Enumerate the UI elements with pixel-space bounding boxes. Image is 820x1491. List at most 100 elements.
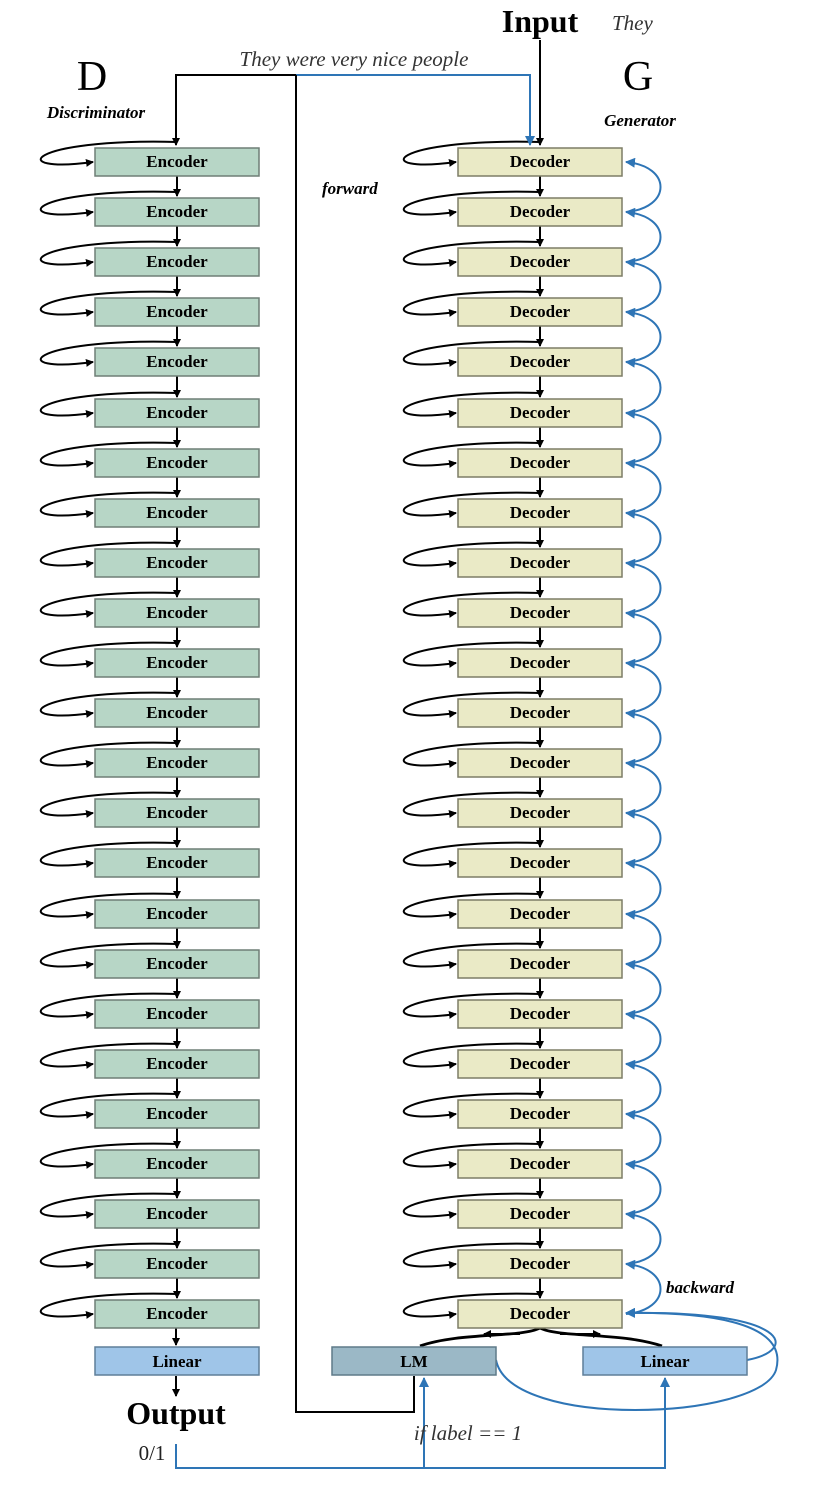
decoder-block: Decoder xyxy=(457,1049,623,1079)
decoder-block: Decoder xyxy=(457,598,623,628)
backward-arc-arrow xyxy=(625,307,662,363)
input-token: They xyxy=(612,11,654,35)
backward-arc-arrow xyxy=(625,1259,662,1315)
decoder-label: Decoder xyxy=(510,954,571,973)
decoder-label: Decoder xyxy=(510,904,571,923)
decoder-label: Decoder xyxy=(510,853,571,872)
encoder-block: Encoder xyxy=(94,748,260,778)
sentence-to-discriminator-arrow xyxy=(172,74,296,146)
backward-arc-arrow xyxy=(625,257,662,313)
decoder-label: Decoder xyxy=(510,1154,571,1173)
decoder-label: Decoder xyxy=(510,803,571,822)
encoder-block: Encoder xyxy=(94,398,260,428)
decoder-to-lm-curve xyxy=(419,1326,541,1348)
encoder-label: Encoder xyxy=(146,1104,208,1123)
decoder-label: Decoder xyxy=(510,453,571,472)
decoder-loop-arrow xyxy=(402,992,541,1019)
encoder-block: Encoder xyxy=(94,297,260,327)
encoder-label: Encoder xyxy=(146,1304,208,1323)
decoder-loop-arrow xyxy=(402,391,541,418)
generator-linear-label: Linear xyxy=(640,1352,690,1371)
encoder-loop-arrow xyxy=(39,591,178,618)
input-label: Input xyxy=(502,3,579,39)
decoder-block: Decoder xyxy=(457,899,623,929)
decoder-label: Decoder xyxy=(510,403,571,422)
backward-arc-arrow xyxy=(625,1159,662,1215)
encoder-loop-arrow xyxy=(39,290,178,317)
decoder-label: Decoder xyxy=(510,1204,571,1223)
generator-label: Generator xyxy=(604,111,676,130)
encoder-block: Encoder xyxy=(94,498,260,528)
encoder-block: Encoder xyxy=(94,548,260,578)
encoder-loop-arrow xyxy=(39,741,178,768)
encoder-loop-arrow xyxy=(39,391,178,418)
decoder-label: Decoder xyxy=(510,1054,571,1073)
encoder-loop-arrow xyxy=(39,190,178,217)
output-to-gen-linear-arrow xyxy=(175,1377,670,1469)
decoder-label: Decoder xyxy=(510,753,571,772)
decoder-label: Decoder xyxy=(510,653,571,672)
encoder-block: Encoder xyxy=(94,999,260,1029)
encoder-loop-arrow xyxy=(39,942,178,969)
decoder-stack: DecoderDecoderDecoderDecoderDecoderDecod… xyxy=(457,147,623,1329)
encoder-block: Encoder xyxy=(94,848,260,878)
generator-linear-block: Linear xyxy=(582,1346,748,1376)
lm-to-discriminator-line xyxy=(295,75,415,1413)
encoder-label: Encoder xyxy=(146,653,208,672)
backward-arc-arrow xyxy=(625,858,662,915)
decoder-loop-arrow xyxy=(402,791,541,818)
decoder-loop-arrow xyxy=(402,1292,541,1319)
decoder-block: Decoder xyxy=(457,247,623,277)
encoder-loop-arrow xyxy=(39,140,178,167)
encoder-loop-arrow xyxy=(39,491,178,518)
backward-label: backward xyxy=(666,1278,735,1297)
encoder-block: Encoder xyxy=(94,147,260,177)
decoder-loop-arrow xyxy=(402,491,541,518)
output-label: Output xyxy=(126,1395,226,1431)
discriminator-label: Discriminator xyxy=(46,103,146,122)
decoder-block: Decoder xyxy=(457,1099,623,1129)
backward-arc-arrow xyxy=(625,1109,662,1165)
encoder-loop-arrow xyxy=(39,841,178,868)
encoder-block: Encoder xyxy=(94,1149,260,1179)
decoder-block: Decoder xyxy=(457,949,623,979)
encoder-label: Encoder xyxy=(146,954,208,973)
encoder-label: Encoder xyxy=(146,853,208,872)
generator-letter: G xyxy=(623,54,653,100)
decoder-label: Decoder xyxy=(510,1104,571,1123)
backward-arc-arrow xyxy=(625,708,662,764)
decoder-to-linear-curve xyxy=(539,1326,663,1348)
decoder-loop-arrow xyxy=(402,1092,541,1119)
decoder-block: Decoder xyxy=(457,999,623,1029)
encoder-label: Encoder xyxy=(146,603,208,622)
backward-arc-arrow xyxy=(625,1009,662,1065)
encoder-block: Encoder xyxy=(94,598,260,628)
decoder-loop-arrow xyxy=(402,441,541,468)
decoder-loop-arrow xyxy=(402,190,541,217)
decoder-block: Decoder xyxy=(457,398,623,428)
backward-arc-arrow xyxy=(625,558,662,614)
encoder-block: Encoder xyxy=(94,197,260,227)
backward-arc-arrow xyxy=(625,357,662,414)
lm-label: LM xyxy=(400,1352,427,1371)
discriminator-loops xyxy=(39,140,178,1319)
decoder-block: Decoder xyxy=(457,347,623,377)
discriminator-letter: D xyxy=(77,54,107,100)
sentence-text: They were very nice people xyxy=(240,47,469,71)
encoder-loop-arrow xyxy=(39,541,178,568)
decoder-label: Decoder xyxy=(510,152,571,171)
decoder-loop-arrow xyxy=(402,641,541,668)
backward-arc-arrow xyxy=(625,1209,662,1265)
decoder-label: Decoder xyxy=(510,352,571,371)
decoder-block: Decoder xyxy=(457,748,623,778)
encoder-loop-arrow xyxy=(39,992,178,1019)
decoder-block: Decoder xyxy=(457,1199,623,1229)
encoder-label: Encoder xyxy=(146,1154,208,1173)
generator-loops xyxy=(402,140,541,1319)
encoder-label: Encoder xyxy=(146,1204,208,1223)
decoder-label: Decoder xyxy=(510,1304,571,1323)
condition-text: if label == 1 xyxy=(414,1421,522,1445)
encoder-loop-arrow xyxy=(39,691,178,718)
backward-arc-arrow xyxy=(625,758,662,814)
encoder-block: Encoder xyxy=(94,798,260,828)
